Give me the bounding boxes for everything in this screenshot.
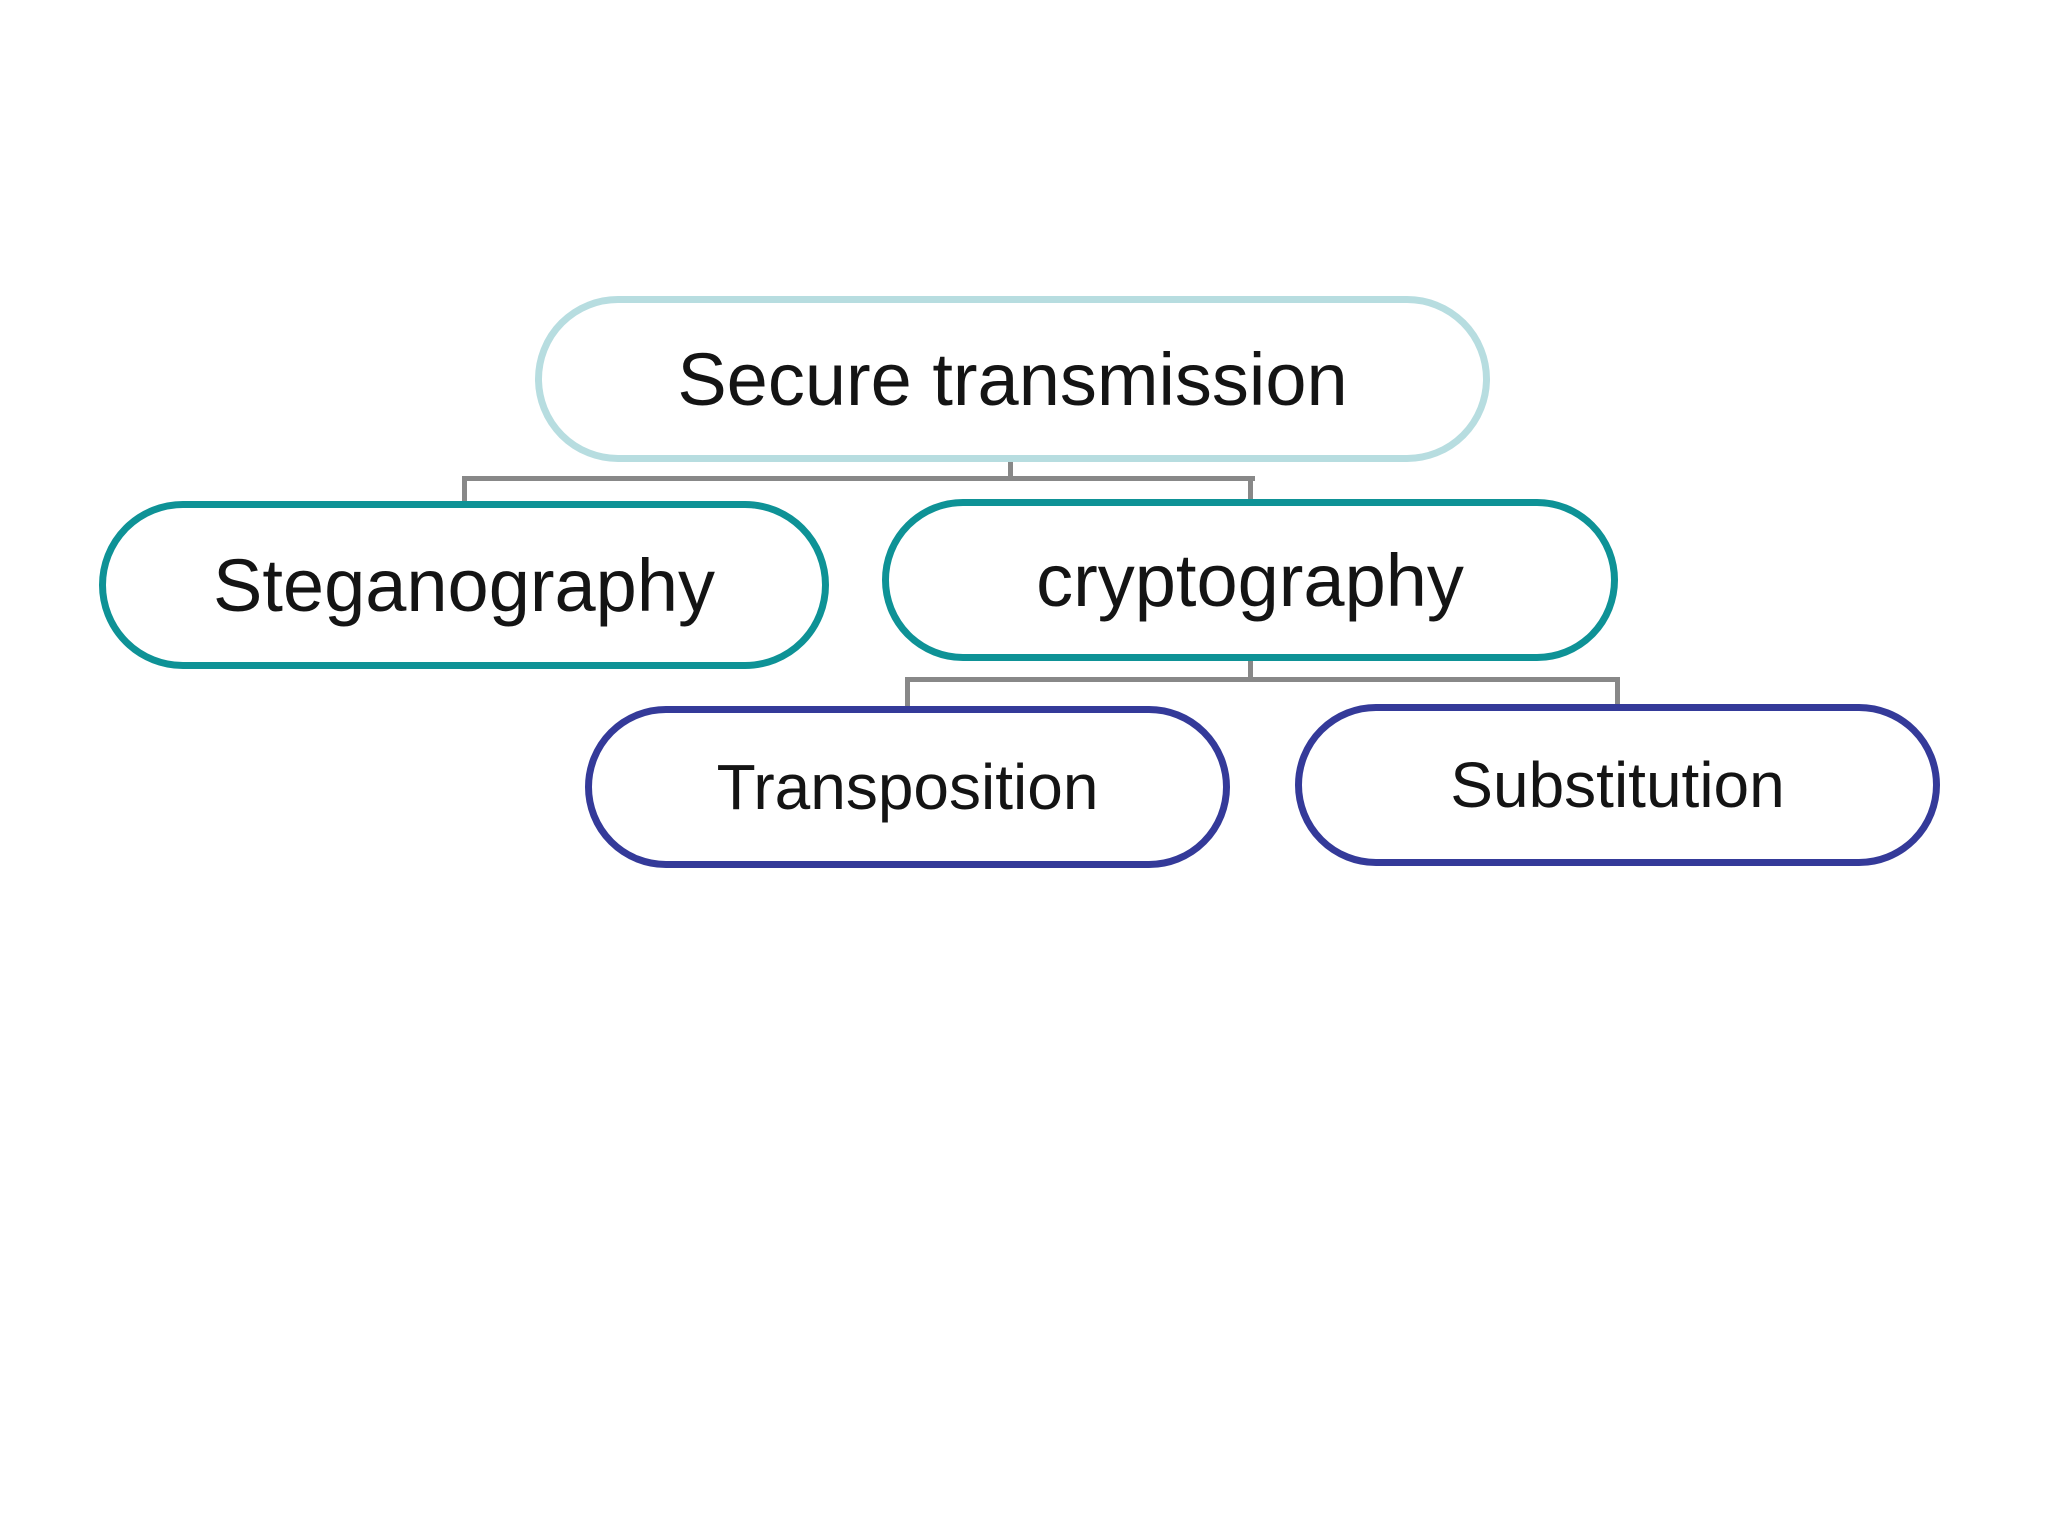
connector-root-stub <box>1008 455 1013 481</box>
node-cryptography: cryptography <box>882 499 1618 661</box>
node-steganography: Steganography <box>99 501 829 669</box>
node-substitution: Substitution <box>1295 704 1940 866</box>
connector-level1-bar <box>462 476 1255 481</box>
connector-cryptography-down-stub <box>1248 656 1253 682</box>
connector-transposition-stub <box>905 677 910 713</box>
connector-level2-bar <box>905 677 1620 682</box>
connector-steganography-stub <box>462 476 467 508</box>
connector-substitution-stub <box>1615 677 1620 711</box>
node-transposition: Transposition <box>585 706 1230 868</box>
node-secure-transmission: Secure transmission <box>535 296 1490 462</box>
connector-cryptography-stub <box>1248 476 1253 506</box>
